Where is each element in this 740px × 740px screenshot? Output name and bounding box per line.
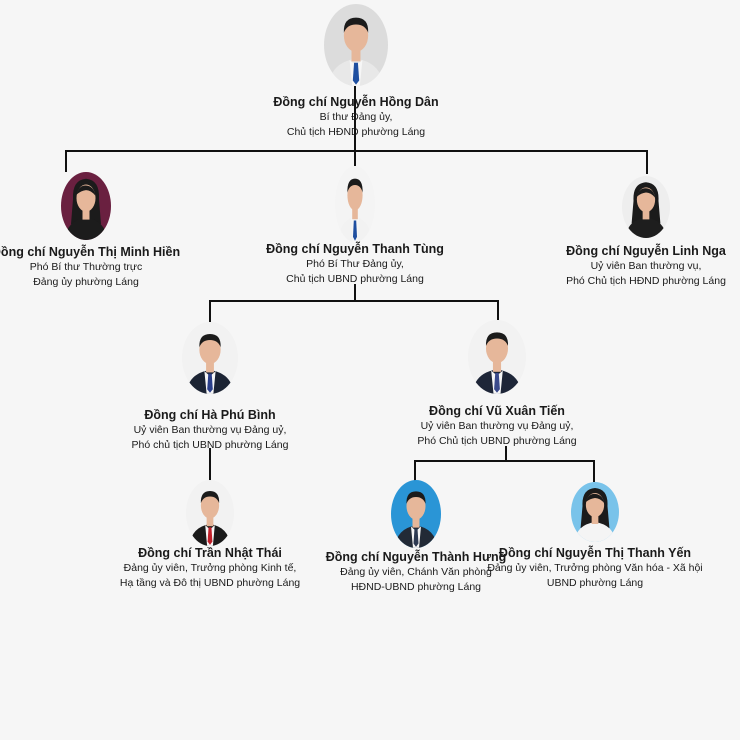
connector-to-hung xyxy=(414,460,416,482)
portrait-binh xyxy=(182,322,238,394)
member-role: Phó Bí Thư Đảng ủy, xyxy=(306,258,404,270)
portrait-hung xyxy=(391,480,441,548)
connector-to-binh xyxy=(209,300,211,322)
portrait-nga xyxy=(622,176,670,238)
member-role: Phó chủ tịch UBND phường Láng xyxy=(131,439,289,451)
connector-binh-to-thai xyxy=(209,448,211,482)
connector-to-tung xyxy=(354,150,356,166)
connector-root-down xyxy=(354,86,356,150)
member-role: Đảng ủy viên, Trưởng phòng Kinh tế, xyxy=(123,562,297,574)
connector-to-tien xyxy=(497,300,499,320)
member-card-dan: Đồng chí Nguyễn Hồng Dân Bí thư Đảng ủy, C… xyxy=(221,95,491,140)
connector-to-yen xyxy=(593,460,595,482)
member-role: Hạ tầng và Đô thị UBND phường Láng xyxy=(119,577,301,589)
member-name: Đồng chí Nguyễn Thành Hưng xyxy=(325,550,507,564)
portrait-yen xyxy=(571,482,619,542)
connector-level1-bar xyxy=(65,150,648,152)
member-name: Đồng chí Nguyễn Hồng Dân xyxy=(273,95,439,109)
member-name: Đồng chí Vũ Xuân Tiến xyxy=(429,404,565,418)
member-role: UBND phường Láng xyxy=(546,577,644,589)
member-card-nga: Đồng chí Nguyễn Linh Nga Uỷ viên Ban thườ… xyxy=(511,244,740,289)
portrait-hien xyxy=(61,172,111,240)
member-role: HĐND-UBND phường Láng xyxy=(350,581,482,593)
member-role: Uỷ viên Ban thường vụ Đảng uỷ, xyxy=(420,420,574,432)
connector-tung-down xyxy=(354,284,356,300)
member-role: Uỷ viên Ban thường vụ Đảng uỷ, xyxy=(133,424,287,436)
member-name: Đồng chí Nguyễn Thị Thanh Yến xyxy=(498,546,692,560)
member-role: Đảng ủy viên, Chánh Văn phòng xyxy=(340,566,492,578)
connector-level2-bar xyxy=(209,300,499,302)
member-role: Phó Chủ tịch UBND phường Láng xyxy=(417,435,577,447)
member-role: Bí thư Đảng ủy, xyxy=(319,111,393,123)
member-name: Đồng chí Nguyễn Thị Minh Hiền xyxy=(0,245,181,259)
member-role: Chủ tịch HĐND phường Láng xyxy=(286,126,426,138)
portrait-dan xyxy=(324,4,388,86)
member-card-binh: Đồng chí Hà Phú Bình Uỷ viên Ban thường v… xyxy=(75,408,345,453)
connector-tien-down xyxy=(505,446,507,460)
member-name: Đồng chí Trần Nhật Thái xyxy=(138,546,282,560)
portrait-thai xyxy=(186,480,234,546)
connector-level3-bar xyxy=(414,460,595,462)
member-role: Chủ tịch UBND phường Láng xyxy=(286,273,424,285)
member-role: Phó Chủ tịch HĐND phường Láng xyxy=(566,275,726,287)
portrait-tien xyxy=(468,320,526,394)
portrait-tung xyxy=(335,166,375,242)
member-role: Đảng ủy viên, Trưởng phòng Văn hóa - Xã … xyxy=(487,562,703,574)
connector-to-nga xyxy=(646,150,648,174)
member-role: Phó Bí thư Thường trực xyxy=(29,261,143,273)
connector-to-hien xyxy=(65,150,67,172)
member-card-tien: Đồng chí Vũ Xuân Tiến Uỷ viên Ban thường … xyxy=(362,404,632,449)
member-role: Đảng ủy phường Láng xyxy=(33,276,139,288)
member-name: Đồng chí Nguyễn Thanh Tùng xyxy=(266,242,444,256)
member-name: Đồng chí Hà Phú Bình xyxy=(144,408,276,422)
member-role: Uỷ viên Ban thường vụ, xyxy=(590,260,702,272)
member-name: Đồng chí Nguyễn Linh Nga xyxy=(566,244,726,258)
